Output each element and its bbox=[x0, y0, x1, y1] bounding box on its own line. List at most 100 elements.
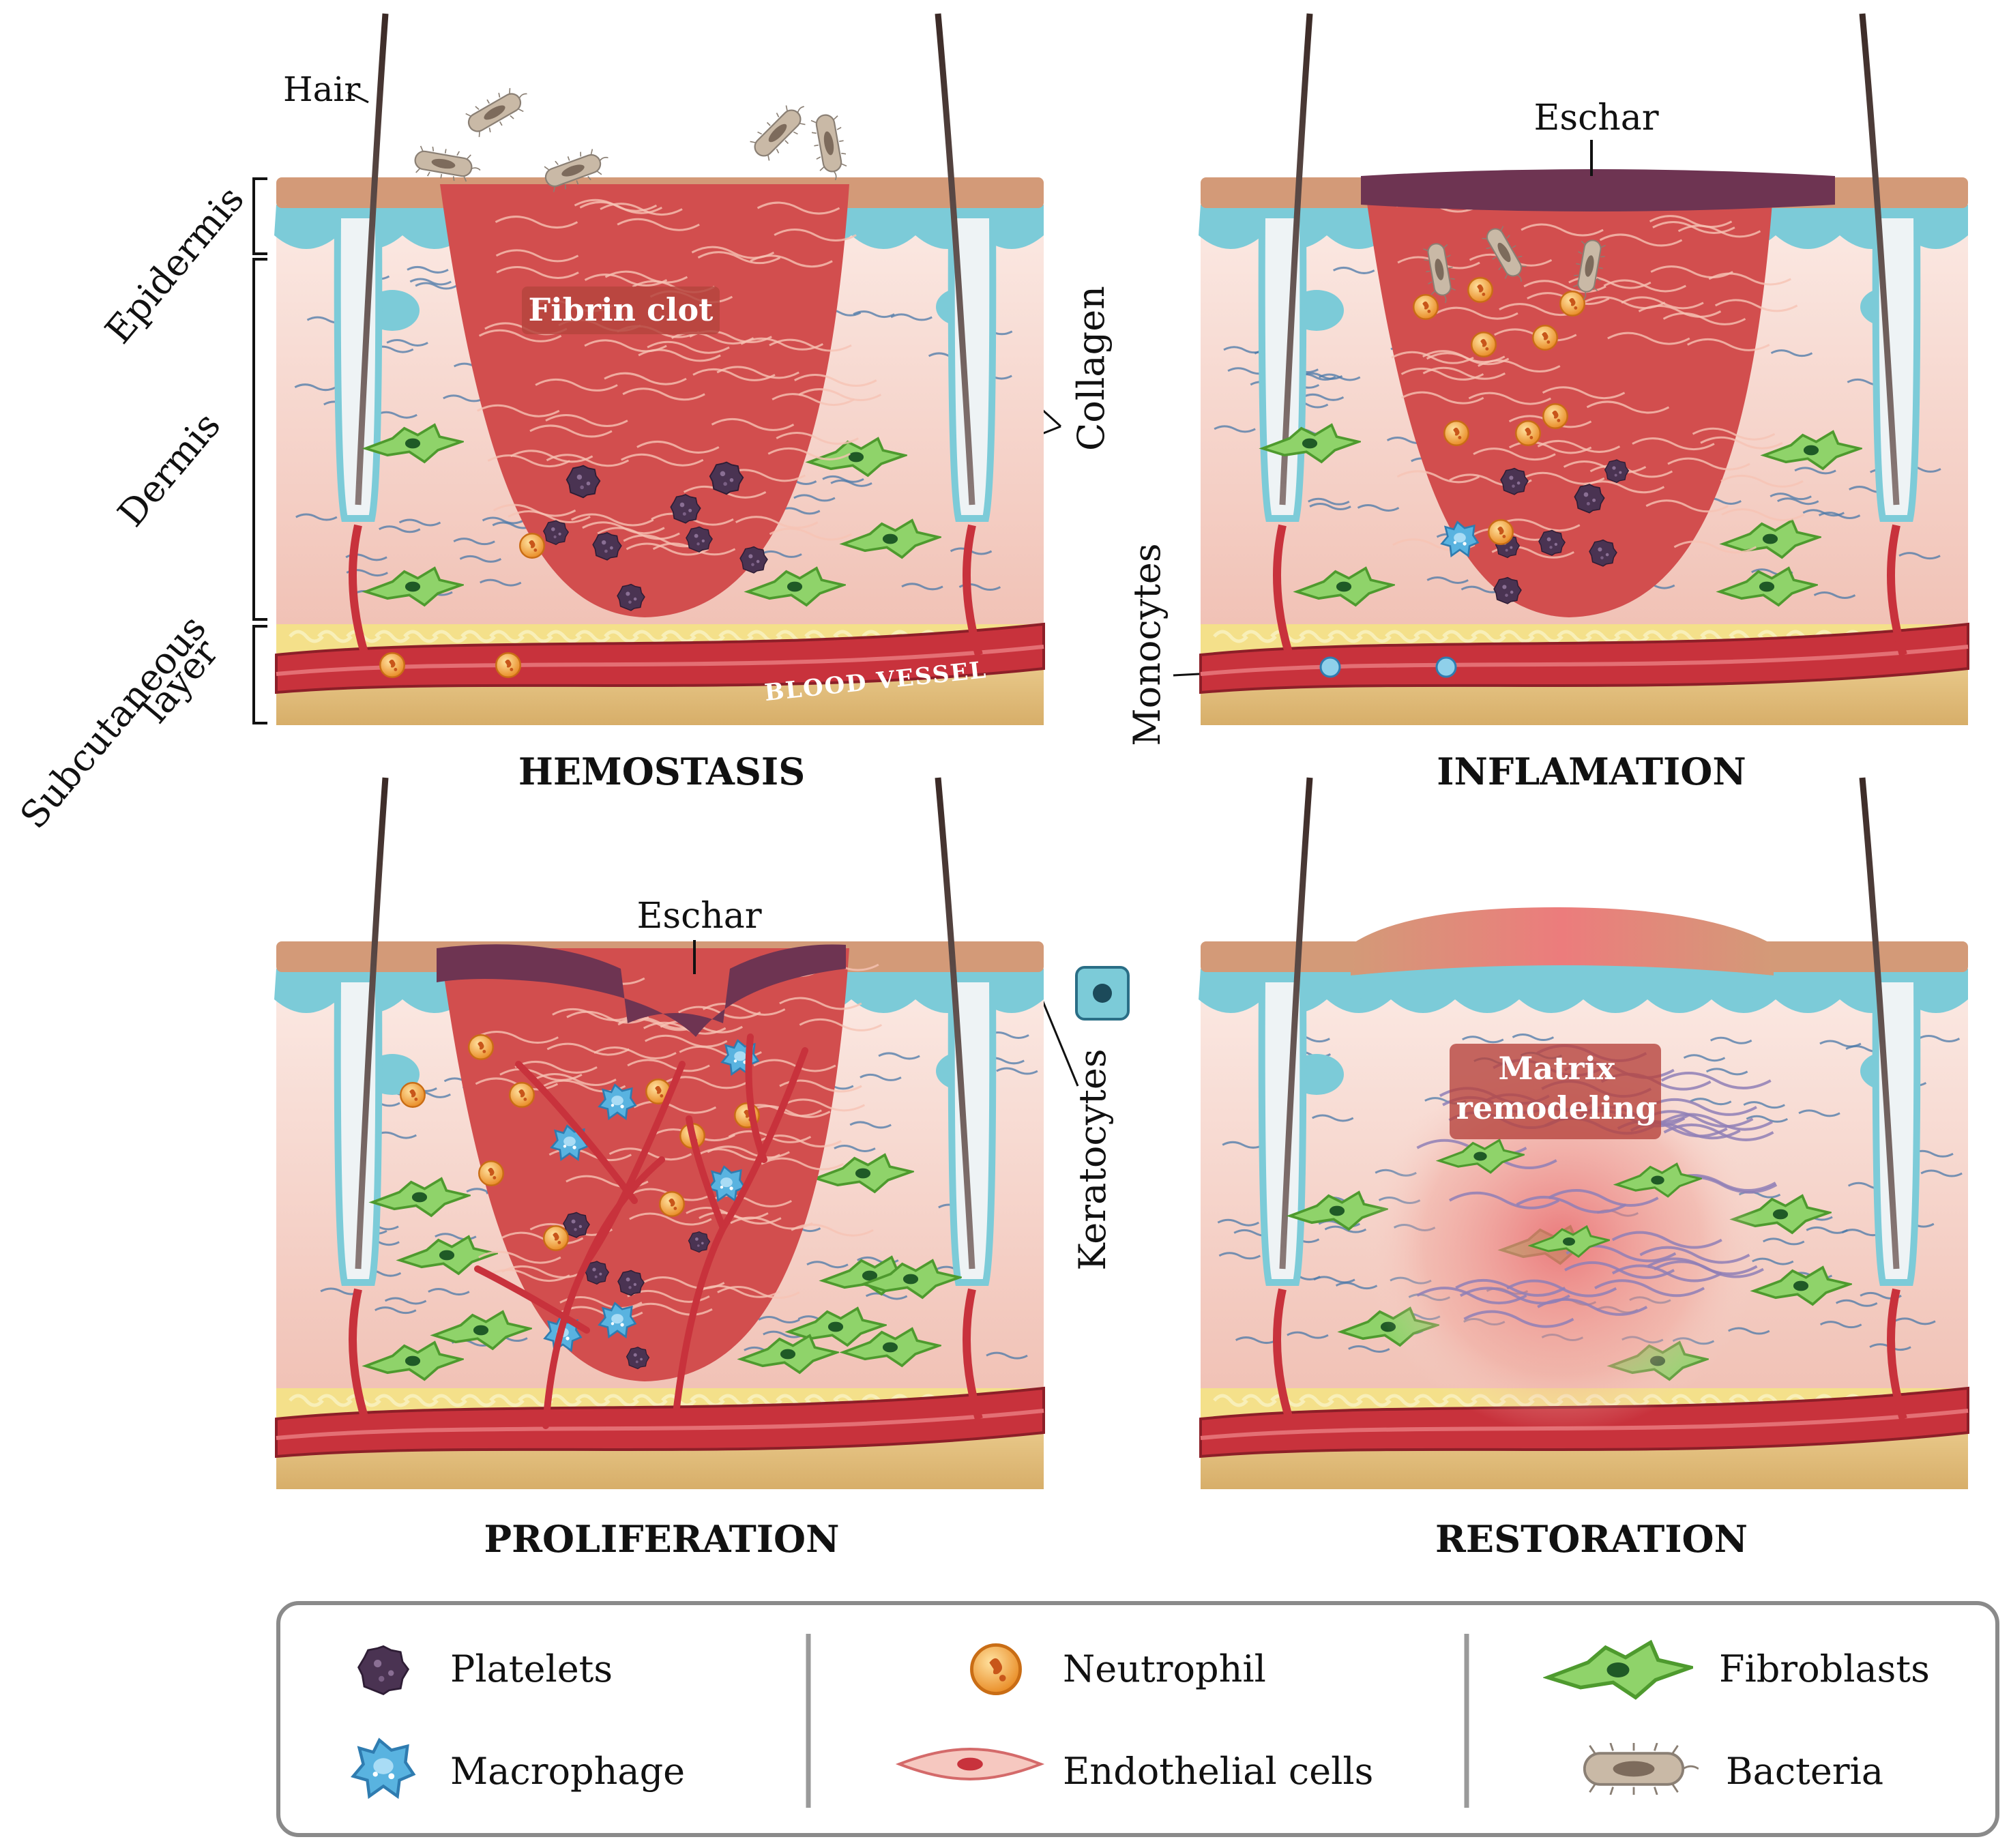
inflammation-eschar-label: Eschar bbox=[1533, 98, 1658, 138]
dermis-bracket bbox=[252, 258, 267, 621]
hair-label: Hair bbox=[283, 70, 360, 109]
collagen-fiber bbox=[901, 583, 943, 591]
fibrin-fiber bbox=[535, 379, 618, 392]
fat-lobule bbox=[604, 1394, 639, 1407]
hair-shaft bbox=[355, 13, 389, 505]
fibrin-fiber bbox=[1396, 470, 1480, 484]
collagen-fiber bbox=[1777, 497, 1819, 505]
collagen-fiber bbox=[1819, 1321, 1862, 1329]
collagen-fiber bbox=[379, 525, 421, 533]
hair-shaft bbox=[1279, 13, 1313, 505]
fat-lobule bbox=[1499, 630, 1535, 643]
neutrophil-icon bbox=[971, 1645, 1020, 1693]
platelet bbox=[566, 465, 601, 499]
neutrophil bbox=[1542, 403, 1568, 429]
collagen-fiber bbox=[822, 475, 864, 483]
remodeled-collagen bbox=[1548, 1188, 1659, 1207]
remodeled-collagen bbox=[1459, 1287, 1570, 1305]
neutrophil bbox=[1413, 294, 1439, 320]
collagen-fiber bbox=[1462, 1036, 1504, 1044]
legend-label: Endothelial cells bbox=[1063, 1750, 1373, 1793]
collagen-fiber bbox=[428, 1288, 470, 1296]
platelet bbox=[709, 461, 744, 495]
fibrin-fiber bbox=[1542, 386, 1626, 400]
fibrin-fiber bbox=[699, 1212, 782, 1225]
collagen-fiber bbox=[1302, 393, 1345, 401]
fibrin-fiber bbox=[769, 338, 852, 352]
collagen-fiber bbox=[760, 550, 802, 558]
collagen-fiber bbox=[482, 516, 525, 525]
fat-lobule bbox=[661, 630, 696, 643]
neutrophil bbox=[1467, 277, 1493, 303]
collagen-fiber bbox=[480, 578, 522, 587]
fibrin-fiber bbox=[533, 1073, 617, 1086]
hemostasis-panel bbox=[274, 13, 1045, 725]
fibrin-fiber bbox=[1589, 465, 1673, 478]
collagen-fiber bbox=[830, 479, 872, 487]
platelet bbox=[739, 546, 768, 574]
collagen-fiber bbox=[1222, 1141, 1264, 1149]
fat-lobule bbox=[1242, 1394, 1277, 1407]
fat-lobule bbox=[317, 630, 353, 643]
fat-lobule bbox=[1299, 1394, 1334, 1407]
fat-lobule bbox=[518, 630, 553, 643]
collagen-fiber bbox=[1512, 1033, 1555, 1042]
platelet bbox=[1493, 576, 1522, 604]
fat-lobule bbox=[632, 630, 668, 643]
remodeled-collagen bbox=[1662, 1113, 1773, 1131]
restoration-title: RESTORATION bbox=[1435, 1517, 1748, 1561]
remodeled-collagen bbox=[1660, 1072, 1772, 1090]
fibrin-fiber bbox=[1599, 233, 1683, 247]
fibrin-fiber bbox=[1478, 360, 1561, 372]
fibrin-fiber bbox=[779, 997, 862, 1010]
collagen-fiber bbox=[375, 1306, 417, 1315]
fibrin-fiber bbox=[692, 368, 776, 381]
fibrin-fiber bbox=[794, 374, 877, 387]
fibrin-fiber bbox=[678, 1006, 761, 1019]
fat-lobule bbox=[460, 1394, 496, 1407]
fibrin-fiber bbox=[753, 1059, 836, 1072]
legend-item-platelets: Platelets bbox=[357, 1645, 613, 1695]
fibrin-fiber bbox=[769, 527, 853, 541]
platelet bbox=[1574, 484, 1605, 514]
fat-lobule bbox=[403, 630, 439, 643]
remodeled-collagen bbox=[1516, 1195, 1627, 1214]
collagen-fiber bbox=[1357, 503, 1400, 512]
collagen-fiber bbox=[1348, 1345, 1390, 1353]
legend-item-fibroblasts: Fibroblasts bbox=[1548, 1643, 1930, 1698]
fibrin-fiber bbox=[478, 329, 562, 342]
capillary bbox=[1273, 1288, 1293, 1420]
collagen-fiber bbox=[986, 1351, 1028, 1360]
collagen-fiber bbox=[1918, 1035, 1961, 1042]
hair-shaft bbox=[935, 777, 975, 1270]
fat-lobule bbox=[690, 1394, 725, 1407]
platelet bbox=[1604, 459, 1629, 483]
fibrin-fiber bbox=[600, 203, 683, 216]
fat-lobule bbox=[489, 1394, 525, 1407]
dermis-label: Dermis bbox=[109, 404, 229, 535]
fat-lobule bbox=[1385, 630, 1420, 643]
fibrin-fiber bbox=[757, 201, 840, 215]
remodeled-collagen bbox=[1455, 1278, 1566, 1297]
fat-lobule bbox=[403, 1394, 439, 1407]
capillary bbox=[963, 524, 983, 656]
fibrin-fiber bbox=[1721, 508, 1804, 521]
fat-lobule bbox=[289, 1394, 324, 1407]
fibrin-fiber bbox=[1692, 427, 1776, 441]
fat-lobule bbox=[604, 630, 639, 643]
fat-lobule bbox=[546, 630, 582, 643]
keratocyte-icon bbox=[1075, 966, 1130, 1021]
fibrin-fiber bbox=[552, 1008, 635, 1021]
neutrophil bbox=[543, 1225, 569, 1251]
collagen-fiber bbox=[415, 282, 457, 290]
collagen-fiber bbox=[384, 1297, 427, 1305]
fibrin-fiber bbox=[495, 249, 579, 263]
fibrin-fiber bbox=[496, 266, 579, 279]
collagen-fiber bbox=[1770, 493, 1812, 501]
hair-shaft bbox=[1859, 13, 1900, 505]
fat-lobule bbox=[1327, 1394, 1363, 1407]
fibrin-fiber bbox=[629, 1212, 712, 1226]
fibrin-fiber bbox=[1662, 312, 1746, 325]
fat-lobule bbox=[375, 1394, 410, 1407]
new-capillary bbox=[745, 1033, 767, 1163]
